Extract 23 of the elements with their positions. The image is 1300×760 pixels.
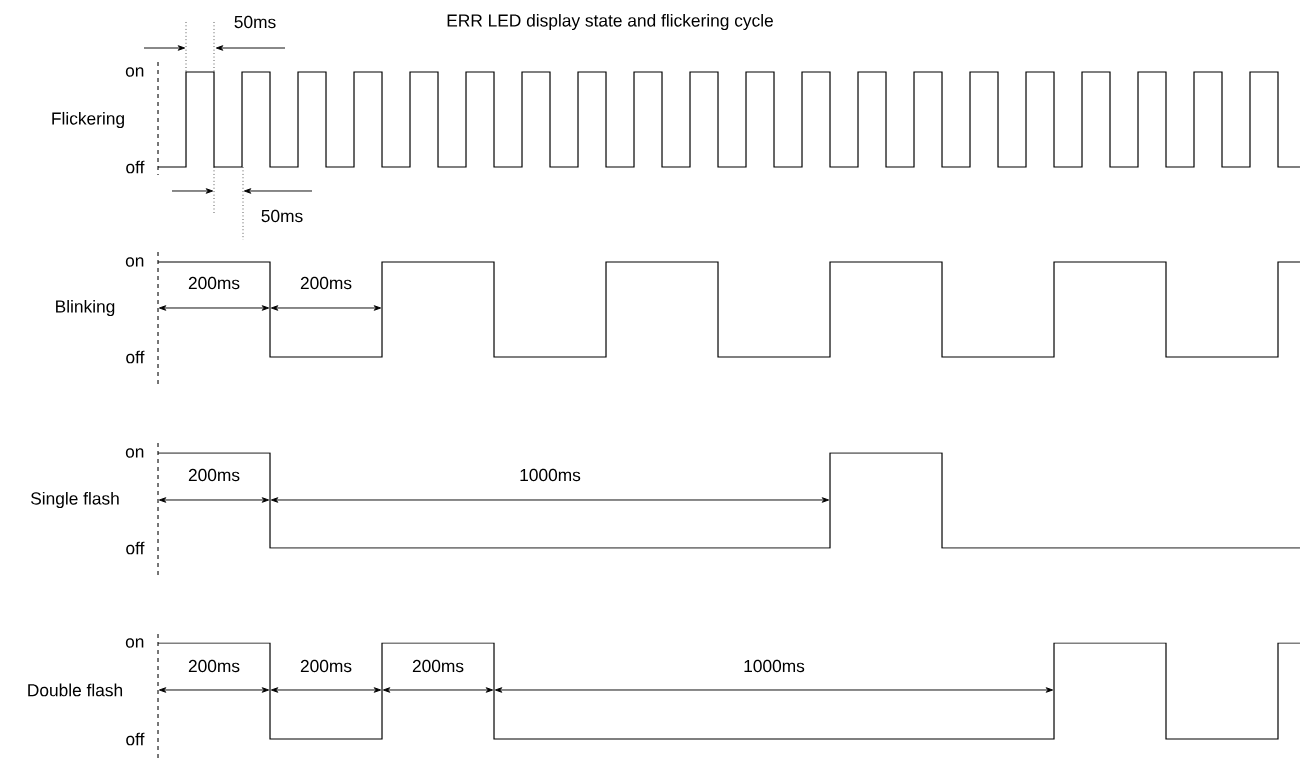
label: Flickering (52, 111, 124, 129)
level-label: off (126, 350, 145, 364)
label: 50ms (234, 15, 276, 29)
label: 200ms (298, 658, 354, 674)
level-label: on (125, 448, 144, 458)
label: Double flash (28, 683, 122, 697)
label: Blinking (56, 299, 115, 317)
title: ERR LED display state and flickering cycle (447, 13, 773, 31)
label: 200ms (298, 275, 354, 291)
label: 1000ms (517, 467, 583, 483)
label: 200ms (186, 658, 242, 674)
label: 200ms (186, 467, 242, 483)
label: 50ms (261, 209, 303, 223)
label: Single flash (31, 491, 119, 509)
level-label: on (125, 67, 144, 77)
label: 200ms (410, 658, 466, 674)
level-label: off (126, 160, 145, 174)
level-label: on (125, 257, 144, 267)
label: 1000ms (741, 658, 807, 674)
label: 200ms (186, 275, 242, 291)
level-label: off (126, 732, 145, 746)
level-label: on (125, 638, 144, 648)
level-label: off (126, 541, 145, 555)
